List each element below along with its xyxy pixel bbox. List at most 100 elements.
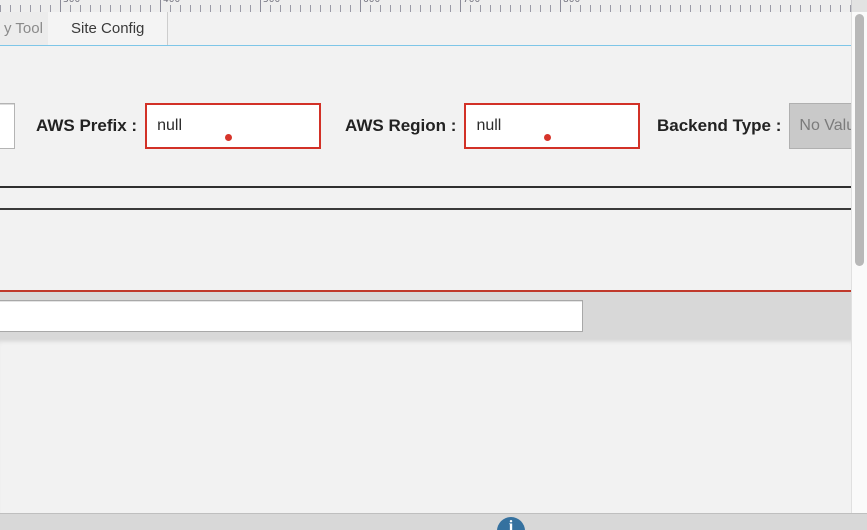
vertical-scrollbar-track[interactable] [851,12,867,513]
ruler-tick [30,5,31,12]
ruler-tick [730,5,731,12]
ruler-tick [410,5,411,12]
ruler-tick [10,5,11,12]
clipped-text-input[interactable] [0,103,15,149]
tab-site-config-label: Site Config [71,20,145,37]
search-input[interactable] [0,300,583,332]
ruler-tick [320,5,321,12]
content-area: AWS Prefix : null AWS Region : null [0,46,852,530]
config-form-panel: AWS Prefix : null AWS Region : null [0,46,852,188]
field-aws-prefix: AWS Prefix : null [36,101,322,151]
ruler-tick [300,5,301,12]
info-icon[interactable]: i [497,517,525,530]
ruler-tick [530,5,531,12]
form-field-row: AWS Prefix : null AWS Region : null [0,101,852,151]
field-aws-region-label: AWS Region : [345,116,457,135]
ruler-label: 700 [463,0,481,5]
ruler-tick [780,5,781,12]
ruler-tick [220,5,221,12]
ruler-tick [150,5,151,12]
ruler-tick [840,5,841,12]
ruler-tick [80,5,81,12]
field-aws-prefix-value: null [157,117,182,134]
ruler-tick [700,5,701,12]
ruler-tick [500,5,501,12]
field-backend-type: Backend Type : No Value [657,101,852,151]
ruler-tick [680,5,681,12]
ruler-tick [430,5,431,12]
ruler-tick [270,5,271,12]
ruler-tick [510,5,511,12]
field-aws-prefix-input[interactable]: null [145,103,322,149]
vertical-scrollbar-thumb[interactable] [855,14,864,266]
field-aws-region-input[interactable]: null [464,103,641,149]
field-backend-type-label: Backend Type : [657,116,782,135]
ruler-tick [420,5,421,12]
ruler-tick [790,5,791,12]
toolbar-divider-band [0,188,852,210]
ruler-tick [540,5,541,12]
ruler-tick [520,5,521,12]
required-dot-icon [225,134,233,141]
ruler-tick [310,5,311,12]
ruler-tick [350,5,351,12]
ruler-tick [830,5,831,12]
ruler-tick [210,5,211,12]
ruler-tick [50,5,51,12]
ruler-tick [490,5,491,12]
tab-strip: y Tool Site Config [0,12,867,46]
field-aws-region-value: null [476,117,502,134]
ruler-tick [640,5,641,12]
ruler-tick [290,5,291,12]
ruler-tick [70,5,71,12]
ruler-tick [190,5,191,12]
ruler-tick [20,5,21,12]
ruler-tick [200,5,201,12]
ruler-tick [820,5,821,12]
field-aws-region: AWS Region : null [345,101,641,151]
ruler-tick [650,5,651,12]
ruler-tick [110,5,111,12]
tab-site-config[interactable]: Site Config [48,12,169,45]
ruler-tick [810,5,811,12]
field-aws-prefix-label: AWS Prefix : [36,116,138,135]
ruler-tick [550,5,551,12]
field-backend-type-select[interactable]: No Value [789,103,852,149]
ruler-tick [370,5,371,12]
ruler-tick [120,5,121,12]
ruler-tick [580,5,581,12]
ruler-tick [160,0,161,12]
ruler-tick [740,5,741,12]
ruler-tick [390,5,391,12]
ruler-tick [340,5,341,12]
ruler-tick [710,5,711,12]
ruler-tick [90,5,91,12]
ruler-tick [750,5,751,12]
ruler-tick [760,5,761,12]
ruler-label: 300 [63,0,81,5]
ruler-corner [851,0,867,12]
ruler-tick [660,5,661,12]
ruler-tick [630,5,631,12]
ruler-tick [670,5,671,12]
tab-y-tool-label: y Tool [4,20,43,37]
ruler-tick [560,0,561,12]
ruler-label: 800 [563,0,581,5]
ruler-tick [850,5,851,12]
ruler-tick [380,5,381,12]
ruler-label: 400 [163,0,181,5]
ruler-tick [330,5,331,12]
ruler-tick [360,0,361,12]
ruler-tick [260,0,261,12]
status-bar [0,513,867,530]
empty-panel-band [0,210,852,292]
field-backend-type-value: No Value [799,117,852,134]
ruler-tick [600,5,601,12]
ruler-tick [450,5,451,12]
ruler-tick [460,0,461,12]
ruler-tick [590,5,591,12]
ruler-tick [570,5,571,12]
ruler-tick [690,5,691,12]
search-band [0,292,852,339]
